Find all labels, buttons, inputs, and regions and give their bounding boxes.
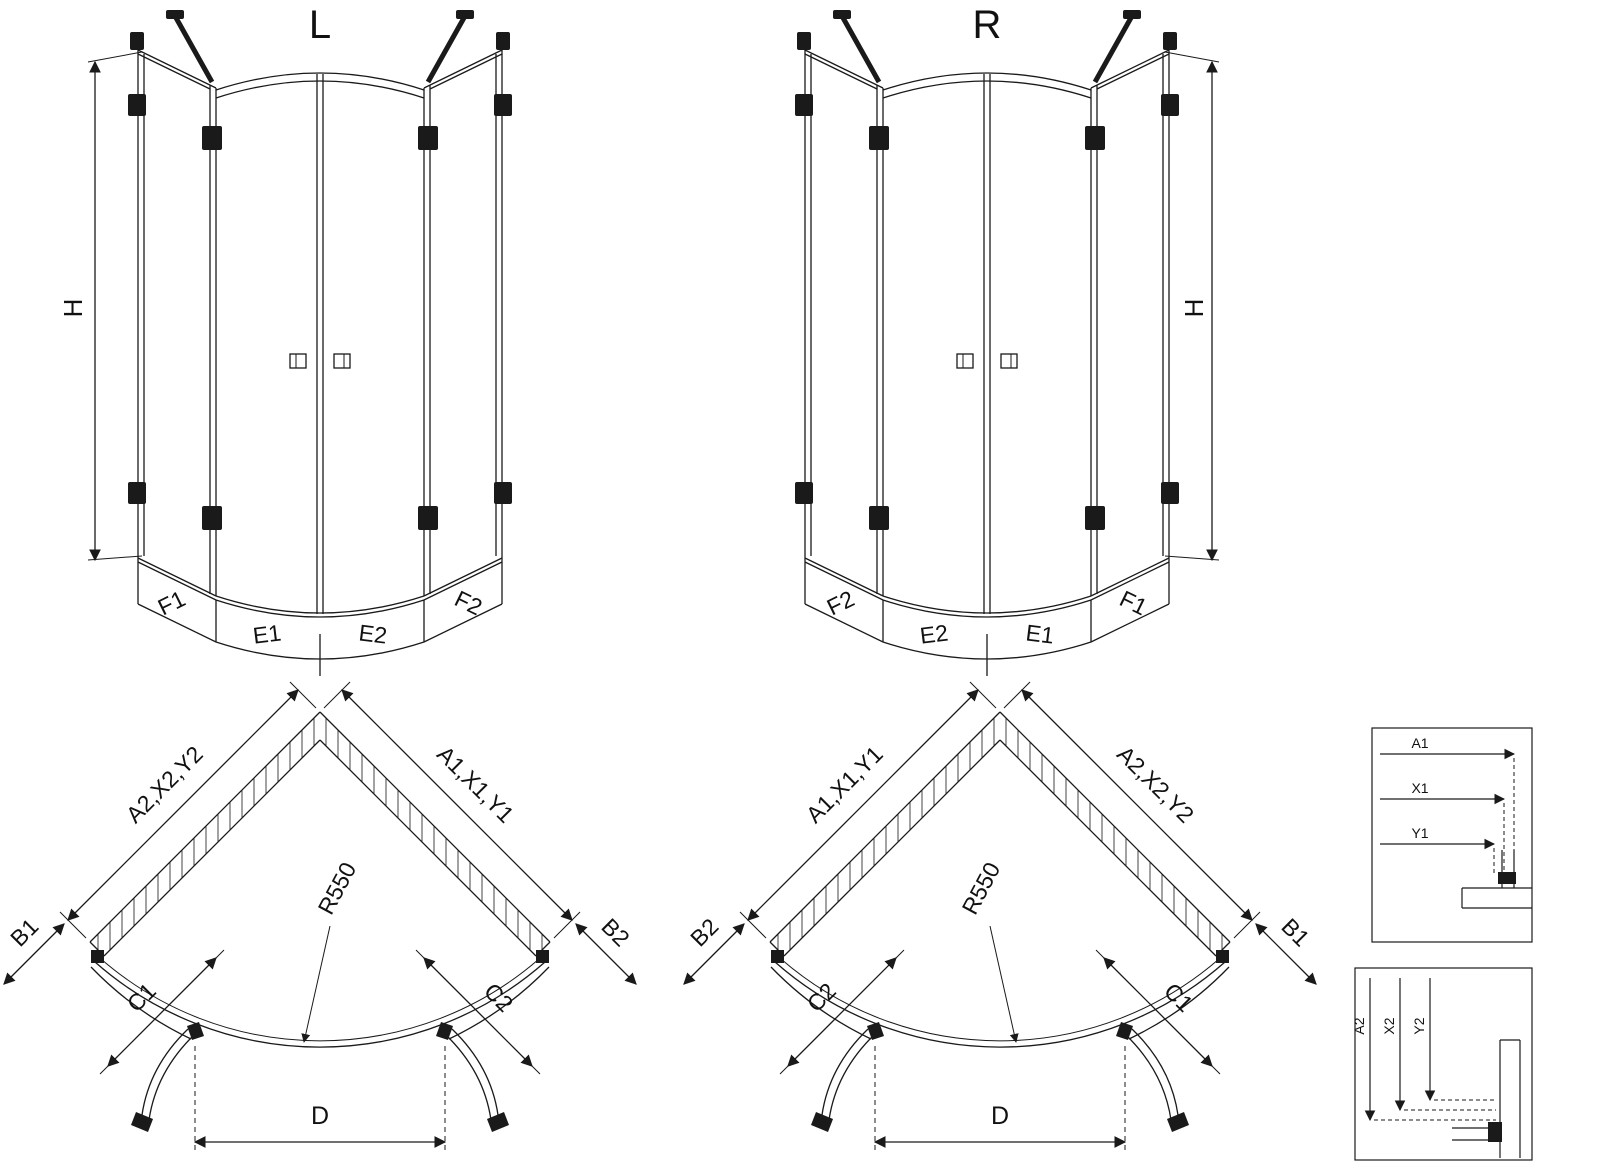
detail-box-bottom (1354, 967, 1533, 1161)
plan-view-left-variant (4, 682, 636, 1150)
front-l-label-e2: E2 (357, 619, 388, 648)
plan-r-label-d: D (991, 1102, 1009, 1130)
front-l-label-e1: E1 (251, 619, 282, 648)
detail-bottom-frame (1354, 967, 1533, 1161)
plan-r-label-b1: B1 (1277, 913, 1315, 951)
front-l-label-f2: F2 (451, 585, 487, 620)
detail-top-clamp-icon (1498, 872, 1516, 884)
front-l-label-h: H (58, 299, 88, 318)
detail-top-frame (1371, 727, 1533, 943)
detail-bottom-clamp-icon (1488, 1122, 1502, 1142)
plan-l-label-wall-left: A2,X2,Y2 (121, 741, 208, 828)
detail-top-label-a1: A1 (1411, 735, 1428, 751)
plan-r-label-wall-right: A2,X2,Y2 (1112, 741, 1199, 828)
plan-l-label-c2: C2 (479, 978, 518, 1017)
front-view-left-variant (88, 10, 512, 676)
front-l-label-f1: F1 (154, 585, 190, 620)
plan-l-label-b1: B1 (5, 913, 43, 951)
detail-top-label-y1: Y1 (1411, 825, 1428, 841)
detail-bottom-dashed-references (1374, 1099, 1496, 1121)
plan-r-label-b2: B2 (685, 913, 723, 951)
detail-top-label-x1: X1 (1411, 780, 1428, 796)
front-r-label-e1: E1 (1024, 619, 1055, 648)
plan-l-label-d: D (311, 1102, 329, 1130)
detail-bottom-label-y2: Y2 (1411, 1017, 1427, 1034)
detail-top-dashed-references (1493, 758, 1515, 874)
plan-l-label-c1: C1 (122, 978, 161, 1017)
variant-l-title: L (309, 3, 331, 47)
detail-bottom-wall-profile (1499, 1039, 1521, 1158)
plan-l-label-radius: R550 (313, 858, 362, 919)
plan-l-label-wall-right: A1,X1,Y1 (432, 741, 519, 828)
plan-l-label-b2: B2 (597, 913, 635, 951)
plan-r-label-c1: C1 (1159, 978, 1198, 1017)
front-r-label-h: H (1179, 299, 1209, 318)
variant-r-title: R (973, 3, 1002, 47)
plan-r-label-radius: R550 (957, 858, 1006, 919)
detail-top-wall-profile (1461, 887, 1532, 909)
front-view-right-variant (795, 10, 1219, 676)
plan-view-right-variant (684, 682, 1316, 1150)
detail-bottom-label-a2: A2 (1351, 1017, 1367, 1034)
plan-r-label-c2: C2 (802, 978, 841, 1017)
plan-r-label-wall-left: A1,X1,Y1 (801, 741, 888, 828)
front-r-label-e2: E2 (918, 619, 949, 648)
detail-bottom-label-x2: X2 (1381, 1017, 1397, 1034)
detail-box-top (1371, 727, 1533, 943)
